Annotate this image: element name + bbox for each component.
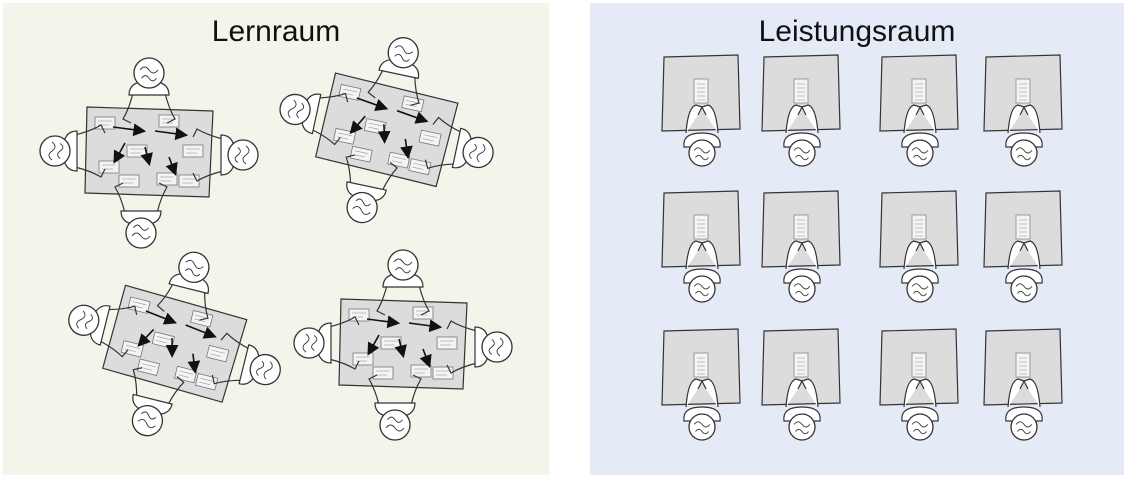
student-desk-3 <box>880 55 958 166</box>
leistungsraum-title: Leistungsraum <box>590 15 1124 49</box>
student-desk-6 <box>762 191 840 302</box>
leistungsraum-illustration <box>590 3 1124 475</box>
group-table-bottom-right <box>294 250 512 440</box>
lernraum-panel: Lernraum <box>3 3 549 475</box>
student-desk-10 <box>762 329 840 440</box>
student-desk-5 <box>662 191 740 302</box>
group-table-top-left <box>40 58 258 248</box>
group-table-top-right <box>260 15 513 246</box>
lernraum-title: Lernraum <box>3 15 549 49</box>
student-desk-7 <box>880 191 958 302</box>
group-table-bottom-left <box>46 226 303 463</box>
student-desk-8 <box>984 191 1062 302</box>
leistungsraum-panel: Leistungsraum <box>590 3 1124 475</box>
student-desk-2 <box>762 55 840 166</box>
student-desk-9 <box>662 329 740 440</box>
student-desk-1 <box>662 55 740 166</box>
lernraum-illustration <box>3 3 549 475</box>
student-desk-4 <box>984 55 1062 166</box>
student-desk-12 <box>984 329 1062 440</box>
student-desk-11 <box>880 329 958 440</box>
